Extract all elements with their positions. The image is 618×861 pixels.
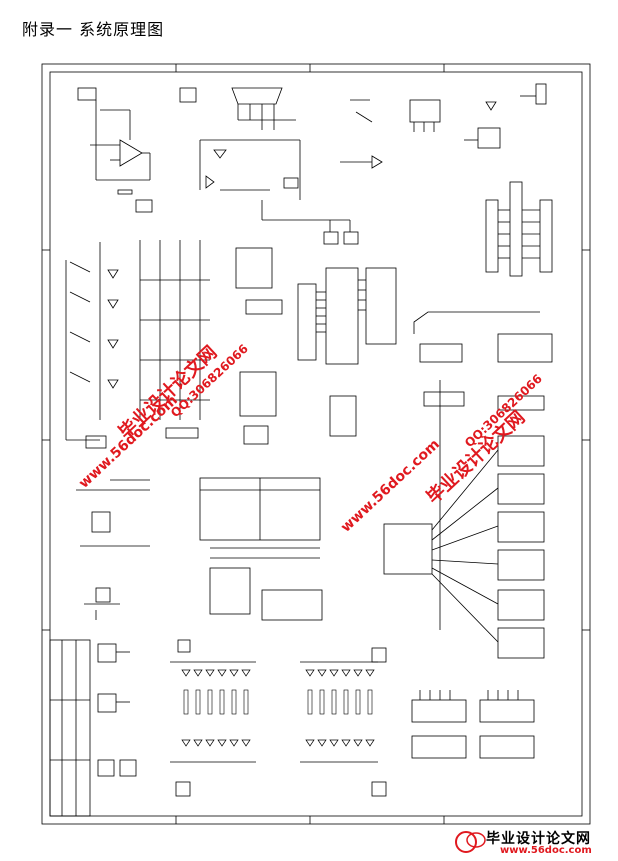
led-bar-diodes-b — [305, 669, 375, 747]
clock-reset-section — [76, 479, 150, 620]
footer-logo-icon — [455, 831, 486, 853]
footer-title: 毕业设计论文网 — [486, 831, 591, 847]
left-key-matrix — [65, 240, 210, 449]
page-title: 附录一 系统原理图 — [22, 20, 165, 39]
schematic-border-inner — [49, 71, 583, 817]
title-block — [49, 639, 91, 817]
right-connector-strips — [485, 181, 553, 277]
middle-ics — [235, 247, 397, 445]
opamp-section — [77, 87, 153, 213]
top-connectors — [179, 87, 359, 245]
central-mcu — [199, 477, 323, 621]
led-bar-diodes-a — [181, 669, 251, 747]
top-right-components — [340, 83, 547, 169]
bottom-right-headers — [411, 690, 535, 759]
schematic-border-outer — [41, 63, 591, 825]
border-ticks — [42, 64, 590, 824]
bottom-led-bars — [170, 639, 387, 797]
footer-url: www.56doc.com — [500, 845, 592, 856]
display-section — [383, 311, 553, 659]
led-bar-resistors — [183, 689, 373, 715]
bottom-left-blocks — [97, 643, 137, 777]
